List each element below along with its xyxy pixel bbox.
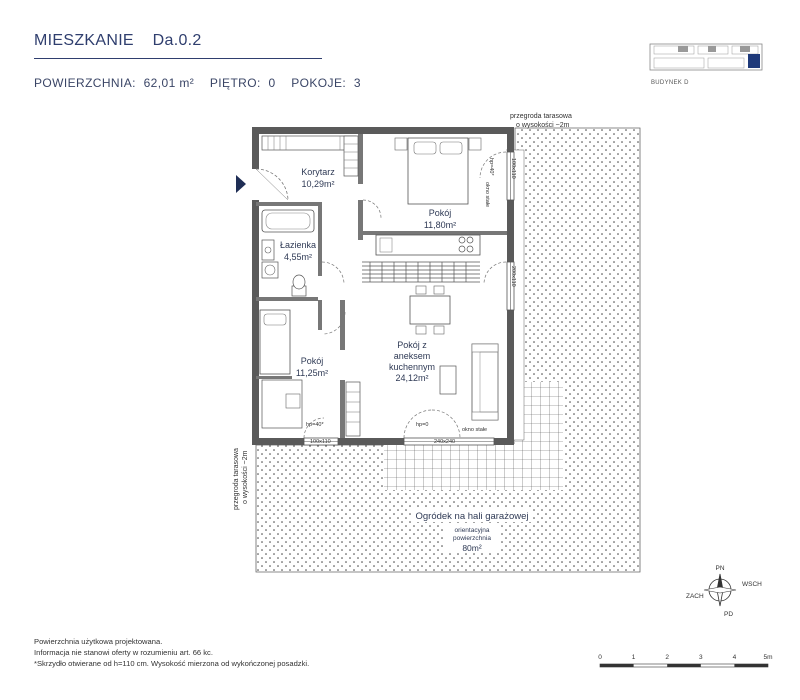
scale-tick-label: 4 bbox=[733, 654, 737, 661]
sink bbox=[261, 239, 275, 261]
washing-machine bbox=[261, 261, 279, 279]
rooms-value: 3 bbox=[353, 76, 361, 90]
footer-line-2: Informacja nie stanowi oferty w rozumien… bbox=[34, 648, 213, 657]
hp-40-b: hp=40* bbox=[488, 158, 494, 176]
dim-100x110-a: 100x110 bbox=[310, 439, 331, 445]
scale-bar: 0 1 2 3 4 5m bbox=[598, 654, 773, 668]
wardrobe-2 bbox=[345, 381, 361, 437]
scale-tick-label: 2 bbox=[665, 654, 669, 661]
floor-value: 0 bbox=[268, 76, 276, 90]
compass-north: PN bbox=[715, 565, 724, 572]
garden-note-2: powierzchnia bbox=[453, 535, 491, 542]
room-name-bedroom-2: Pokój bbox=[301, 356, 324, 366]
partition-top-line2: o wysokości ~2m bbox=[516, 122, 570, 129]
room-area-living: 24,12m² bbox=[395, 373, 428, 383]
room-area-bathroom: 4,55m² bbox=[284, 252, 312, 262]
floor-label: PIĘTRO: bbox=[209, 76, 261, 90]
window-fixed-bottom: okno stałe bbox=[462, 427, 487, 433]
kitchen-counter bbox=[375, 234, 481, 256]
keyplan-highlight bbox=[748, 54, 760, 68]
coffee-table bbox=[439, 365, 457, 395]
scale-tick-label: 0 bbox=[598, 654, 602, 661]
rooms-label: POKOJE: bbox=[291, 76, 347, 90]
partition-left-line2: o wysokości ~2m bbox=[242, 450, 249, 504]
scale-tick-label: 1 bbox=[632, 654, 636, 661]
scale-tick-label: 3 bbox=[699, 654, 703, 661]
area-label: POWIERZCHNIA: bbox=[34, 76, 136, 90]
garden-note-1: orientacyjna bbox=[454, 527, 489, 534]
page-title: MIESZKANIE Da.0.2 bbox=[34, 32, 202, 50]
room-name-corridor: Korytarz bbox=[301, 167, 335, 177]
interior-walls bbox=[256, 134, 507, 438]
title-divider bbox=[34, 58, 322, 59]
room-name-living-3: kuchennym bbox=[389, 362, 435, 372]
compass-east: WSCH bbox=[742, 581, 762, 588]
scale-tick-label: 5m bbox=[763, 654, 772, 661]
room-name-bathroom: Łazienka bbox=[280, 240, 316, 250]
hp-40-a: hp=40* bbox=[306, 422, 324, 428]
compass-west: ZACH bbox=[686, 593, 704, 600]
room-name-bedroom-1: Pokój bbox=[429, 208, 452, 218]
dining-table bbox=[409, 295, 451, 325]
partition-left-line1: przegroda tarasowa bbox=[233, 448, 240, 510]
compass-south: PD bbox=[724, 611, 733, 618]
room-name-living-1: Pokój z bbox=[397, 340, 427, 350]
dim-240x240: 240x240 bbox=[434, 439, 455, 445]
dim-200x110: 200x110 bbox=[510, 266, 516, 287]
footer-line-3: *Skrzydło otwierane od h=110 cm. Wysokoś… bbox=[34, 659, 310, 668]
keyplan-label: BUDYNEK D bbox=[651, 80, 689, 86]
compass-rose: PN WSCH ZACH PD bbox=[686, 565, 762, 618]
room-name-living-2: aneksem bbox=[394, 351, 431, 361]
area-value: 62,01 m² bbox=[143, 76, 195, 90]
hp-0: hp=0 bbox=[416, 422, 428, 428]
room-area-corridor: 10,29m² bbox=[301, 179, 334, 189]
footer-line-1: Powierzchnia użytkowa projektowana. bbox=[34, 637, 163, 646]
stair-hatch bbox=[362, 261, 480, 283]
apartment-label: MIESZKANIE bbox=[34, 32, 134, 49]
room-area-bedroom-2: 11,25m² bbox=[296, 368, 328, 378]
terrace-tiles bbox=[384, 444, 516, 490]
sofa bbox=[471, 343, 499, 421]
partition-top-line1: przegroda tarasowa bbox=[510, 113, 572, 120]
dim-100x110-b: 100x110 bbox=[510, 158, 516, 179]
room-area-bedroom-1: 11,80m² bbox=[424, 220, 456, 230]
window-fixed-right: okno stałe bbox=[484, 182, 490, 207]
garden-name: Ogródek na hali garażowej bbox=[415, 511, 528, 522]
entrance-arrow-icon bbox=[236, 175, 246, 193]
footer-notes: Powierzchnia użytkowa projektowana. Info… bbox=[34, 636, 309, 669]
apartment-specs: POWIERZCHNIA: 62,01 m² PIĘTRO: 0 POKOJE:… bbox=[34, 76, 365, 90]
building-keyplan bbox=[649, 43, 763, 71]
garden-area: 80m² bbox=[462, 543, 482, 553]
apartment-code: Da.0.2 bbox=[152, 32, 202, 49]
